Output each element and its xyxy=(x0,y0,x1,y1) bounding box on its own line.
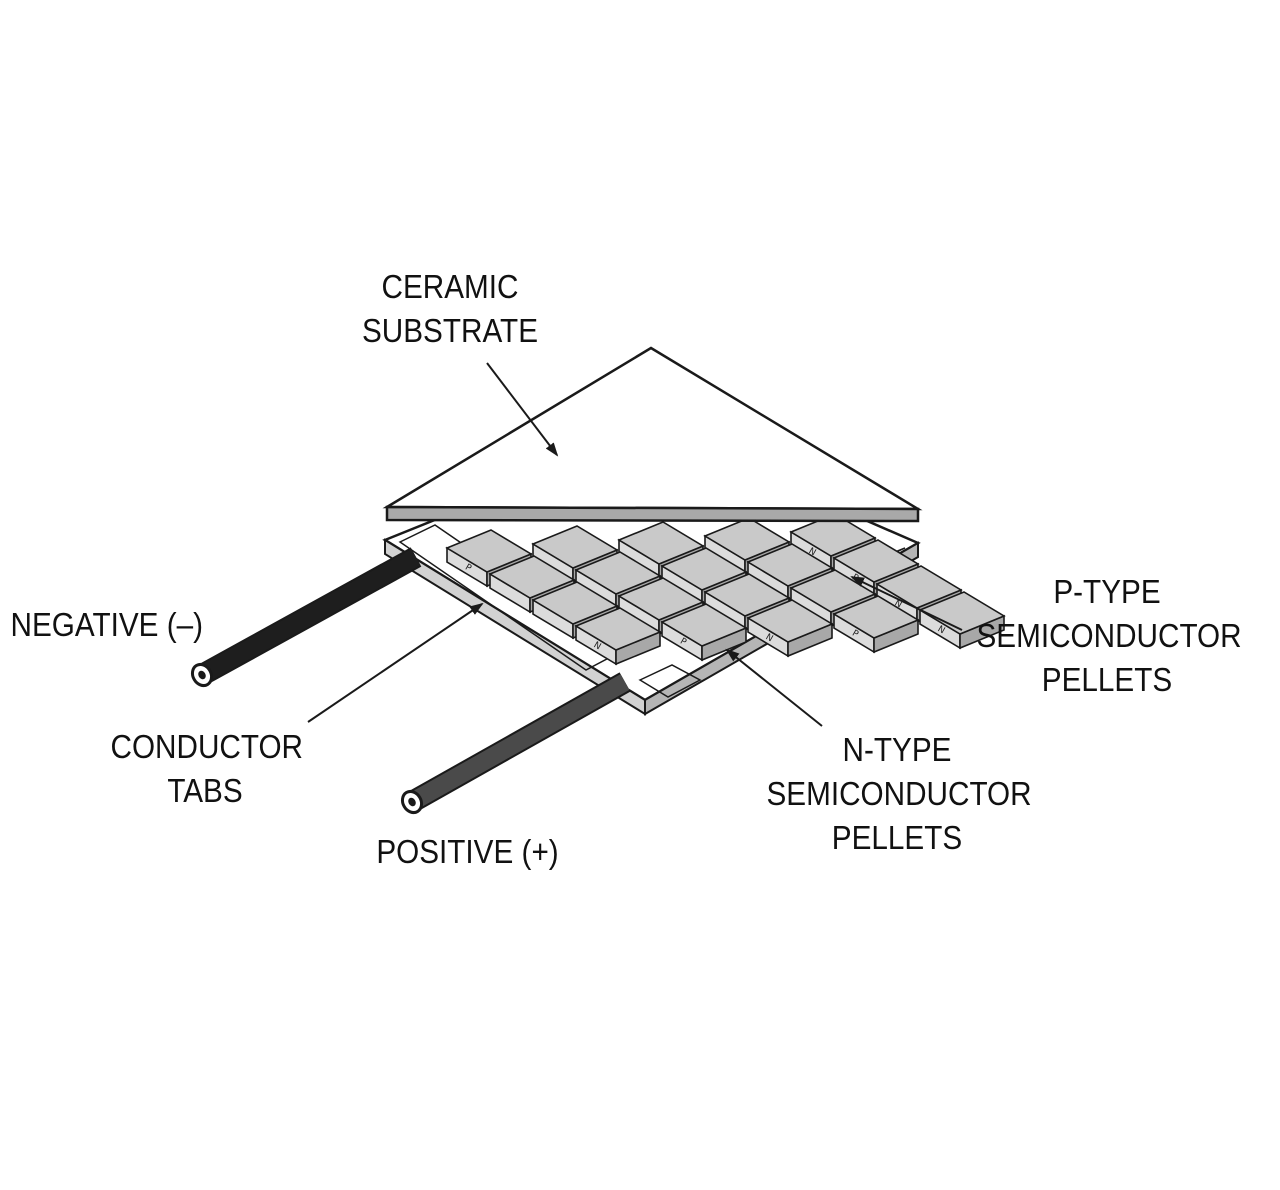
p-type-label: P-TYPE SEMICONDUCTOR PELLETS xyxy=(976,570,1242,702)
semiconductor-pellet: N xyxy=(918,591,1006,650)
pellet-top-face xyxy=(617,577,705,621)
pellet-top-face xyxy=(832,595,920,639)
conductor-tabs-label-line: TABS xyxy=(167,772,243,809)
pellet-top-face xyxy=(574,551,662,595)
ceramic-substrate-label: CERAMIC SUBSTRATE xyxy=(356,265,545,353)
semiconductor-pellet: N xyxy=(574,607,662,666)
pellet-top-face xyxy=(531,525,619,569)
n-type-leader xyxy=(725,648,823,727)
n-type-label: N-TYPE SEMICONDUCTOR PELLETS xyxy=(766,728,1032,860)
substrate-top-face xyxy=(382,346,923,511)
pellet-type-letter: N xyxy=(592,640,603,652)
top-ceramic-substrate xyxy=(382,346,923,523)
negative-lead-wire xyxy=(190,547,422,688)
pellet-top-face xyxy=(789,569,877,613)
n-type-label-line: PELLETS xyxy=(831,819,963,856)
pellet-type-letter: N xyxy=(893,598,904,610)
semiconductor-pellet: P xyxy=(832,595,920,654)
pellet-top-face xyxy=(832,539,920,583)
ceramic-substrate-leader xyxy=(486,362,559,457)
ceramic-substrate-label-line: SUBSTRATE xyxy=(361,312,539,349)
positive-lead-wire xyxy=(400,672,631,815)
pellet-top-face xyxy=(703,573,791,617)
pellet-top-face xyxy=(703,517,791,561)
pellet-top-face xyxy=(574,607,662,651)
positive-label-text: POSITIVE (+) xyxy=(376,833,559,870)
pellet-top-face xyxy=(488,555,576,599)
conductor-tabs-label: CONDUCTOR TABS xyxy=(110,725,304,813)
pellet-top-face xyxy=(531,581,619,625)
pellet-type-letter: N xyxy=(807,546,818,558)
pellet-top-face xyxy=(660,603,748,647)
conductor-tabs-label-line: CONDUCTOR xyxy=(110,728,304,765)
p-type-label-line: PELLETS xyxy=(1041,661,1173,698)
pellet-top-face xyxy=(746,543,834,587)
conductor-tabs-leader xyxy=(307,602,484,723)
semiconductor-pellet: P xyxy=(660,603,748,662)
pellet-type-letter: N xyxy=(764,632,775,644)
pellet-type-letter: P xyxy=(850,629,860,641)
pellet-top-face xyxy=(445,529,533,573)
pellet-top-face xyxy=(918,591,1006,635)
substrate-edge xyxy=(385,505,920,523)
negative-label: NEGATIVE (–) xyxy=(10,603,204,647)
negative-label-text: NEGATIVE (–) xyxy=(10,606,204,643)
pellet-top-face xyxy=(746,599,834,643)
pellet-type-letter: N xyxy=(936,624,947,636)
pellet-top-face xyxy=(660,547,748,591)
conductor-tab xyxy=(638,664,702,698)
ceramic-substrate-label-line: CERAMIC xyxy=(381,268,519,305)
pellet-type-letter: P xyxy=(463,563,473,575)
n-type-label-line: N-TYPE xyxy=(842,731,952,768)
p-type-label-line: SEMICONDUCTOR xyxy=(976,617,1242,654)
pellet-top-face xyxy=(875,565,963,609)
semiconductor-pellet: N xyxy=(746,599,834,658)
p-type-label-line: P-TYPE xyxy=(1053,573,1161,610)
n-type-label-line: SEMICONDUCTOR xyxy=(766,775,1032,812)
pellet-type-letter: P xyxy=(678,637,688,649)
p-type-leader xyxy=(850,576,963,631)
pellet-top-face xyxy=(617,521,705,565)
positive-label: POSITIVE (+) xyxy=(371,830,565,874)
